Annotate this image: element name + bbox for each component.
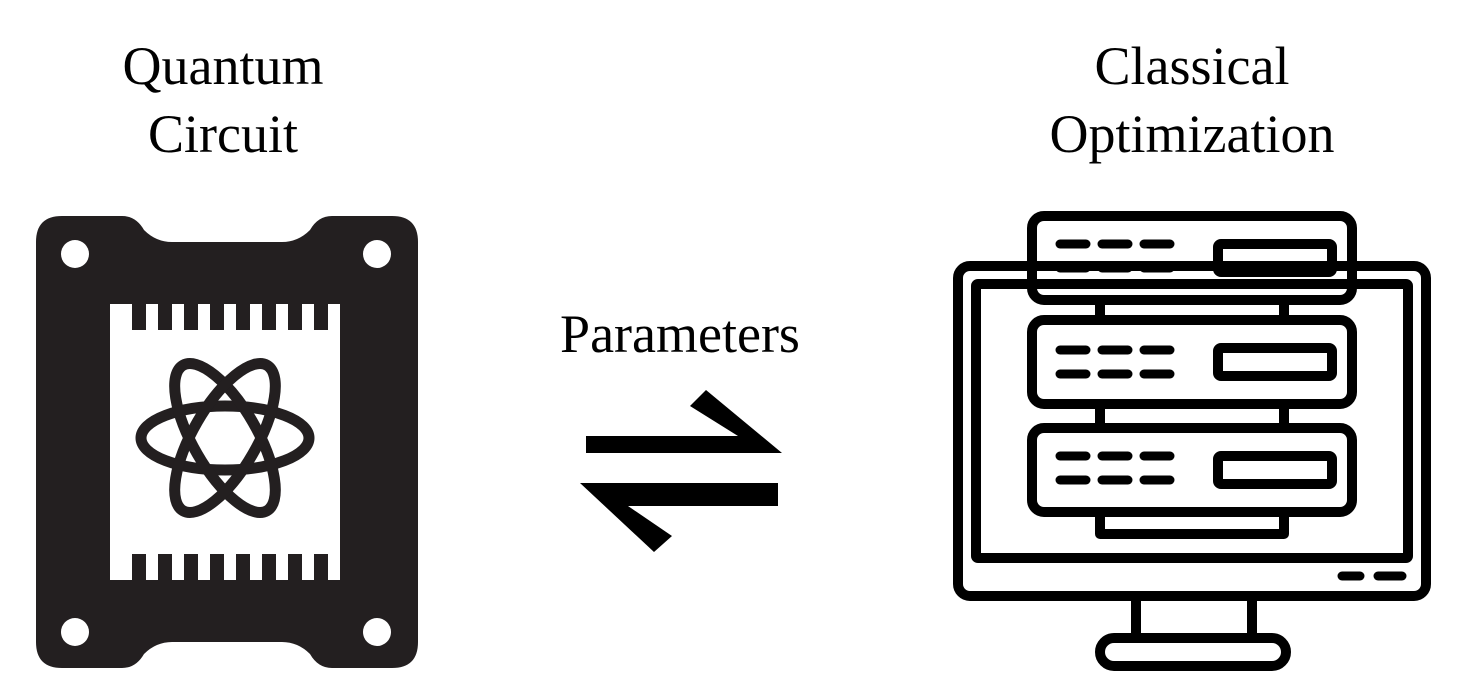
classical-optimization-title: Classical Optimization — [992, 32, 1392, 168]
quantum-chip-icon — [36, 216, 418, 668]
chip-hole-bottom-left — [61, 618, 89, 646]
monitor-screen — [971, 279, 1413, 563]
classical-optimization-title-line1: Classical — [1094, 36, 1290, 96]
chip-bottom-pins — [132, 554, 328, 580]
server-unit-3 — [1027, 423, 1357, 517]
chip-top-pins — [132, 304, 328, 330]
server-connectors — [1095, 295, 1289, 433]
server-display-2 — [1213, 343, 1337, 381]
chip-hole-bottom-right — [363, 618, 391, 646]
quantum-circuit-title-line1: Quantum — [122, 36, 324, 96]
server-indicator-dashes — [1055, 239, 1407, 581]
server-display-3 — [1213, 451, 1337, 489]
monitor-stand — [1131, 591, 1257, 643]
monitor-frame — [953, 261, 1431, 601]
server-bottom-tray — [1095, 507, 1289, 539]
chip-hole-top-right — [363, 240, 391, 268]
chip-inner-panel — [110, 304, 340, 580]
arrow-left — [580, 483, 778, 552]
bidirectional-arrows-icon — [580, 390, 782, 552]
atom-icon — [135, 358, 315, 518]
arrow-right — [586, 390, 782, 453]
parameters-label: Parameters — [500, 300, 860, 368]
classical-optimization-title-line2: Optimization — [1049, 104, 1335, 164]
monitor-base — [1095, 633, 1291, 671]
quantum-circuit-title-line2: Circuit — [148, 104, 298, 164]
quantum-circuit-title: Quantum Circuit — [48, 32, 398, 168]
server-unit-2 — [1027, 315, 1357, 409]
server-unit-1 — [1027, 211, 1357, 305]
parameters-label-text: Parameters — [560, 304, 800, 364]
chip-hole-top-left — [61, 240, 89, 268]
server-monitor-icon — [953, 211, 1431, 671]
server-display-1 — [1213, 239, 1337, 277]
